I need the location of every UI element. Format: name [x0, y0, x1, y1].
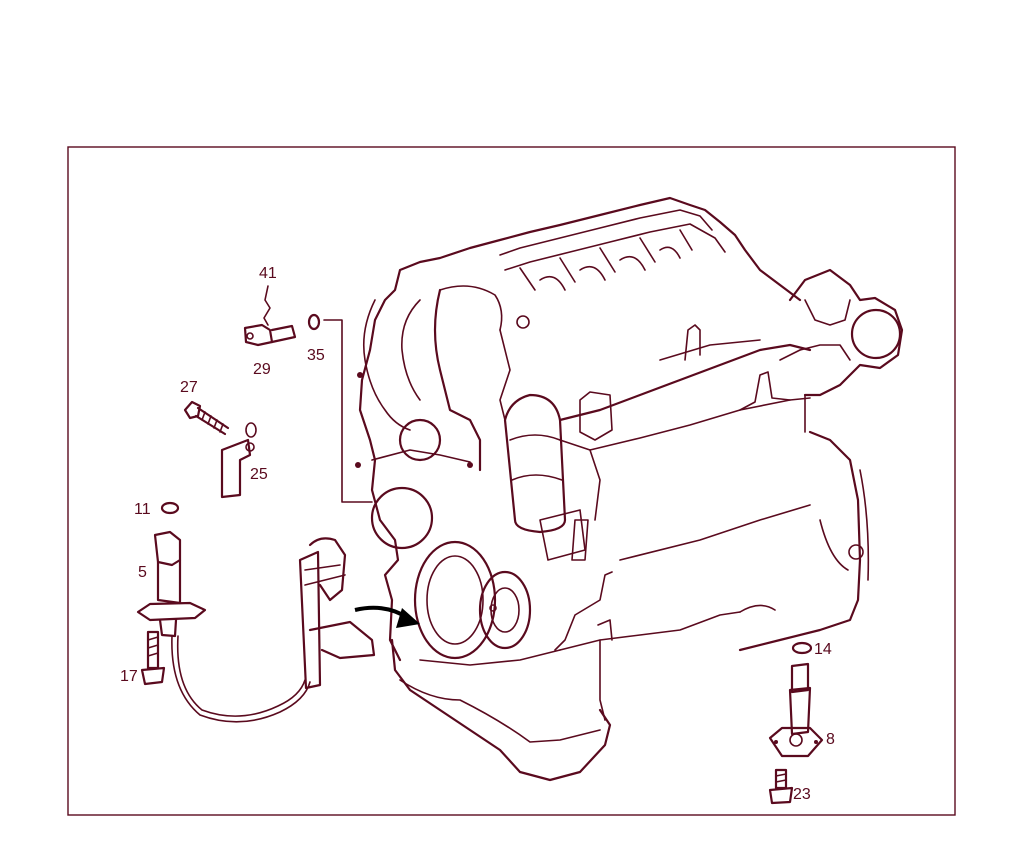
diagram-frame — [67, 146, 956, 816]
o-ring-part-11 — [160, 501, 180, 515]
label-25: 25 — [250, 466, 268, 483]
bracket-part-25 — [220, 422, 257, 499]
label-27: 27 — [180, 379, 198, 396]
arrow-head-icon — [396, 608, 420, 628]
engine-illustration — [355, 196, 904, 782]
bolt-part-17 — [140, 630, 166, 686]
bolt-part-27 — [183, 400, 230, 436]
label-23: 23 — [793, 786, 811, 803]
label-8: 8 — [826, 731, 835, 748]
wire-part-41 — [263, 285, 271, 326]
label-29: 29 — [253, 361, 271, 378]
label-11: 11 — [134, 501, 151, 518]
leader-line — [323, 319, 373, 503]
label-17: 17 — [120, 668, 138, 685]
bolt-part-23 — [768, 768, 794, 805]
sensor-part-29 — [243, 323, 297, 347]
o-ring-part-35 — [307, 313, 321, 331]
o-ring-part-14 — [791, 641, 813, 655]
sensor-part-8 — [768, 662, 824, 758]
label-41: 41 — [259, 265, 277, 282]
label-35: 35 — [307, 347, 325, 364]
sensor-part-5 — [136, 530, 311, 723]
label-5: 5 — [138, 564, 147, 581]
connector-part-5 — [298, 537, 376, 690]
label-14: 14 — [814, 641, 832, 658]
